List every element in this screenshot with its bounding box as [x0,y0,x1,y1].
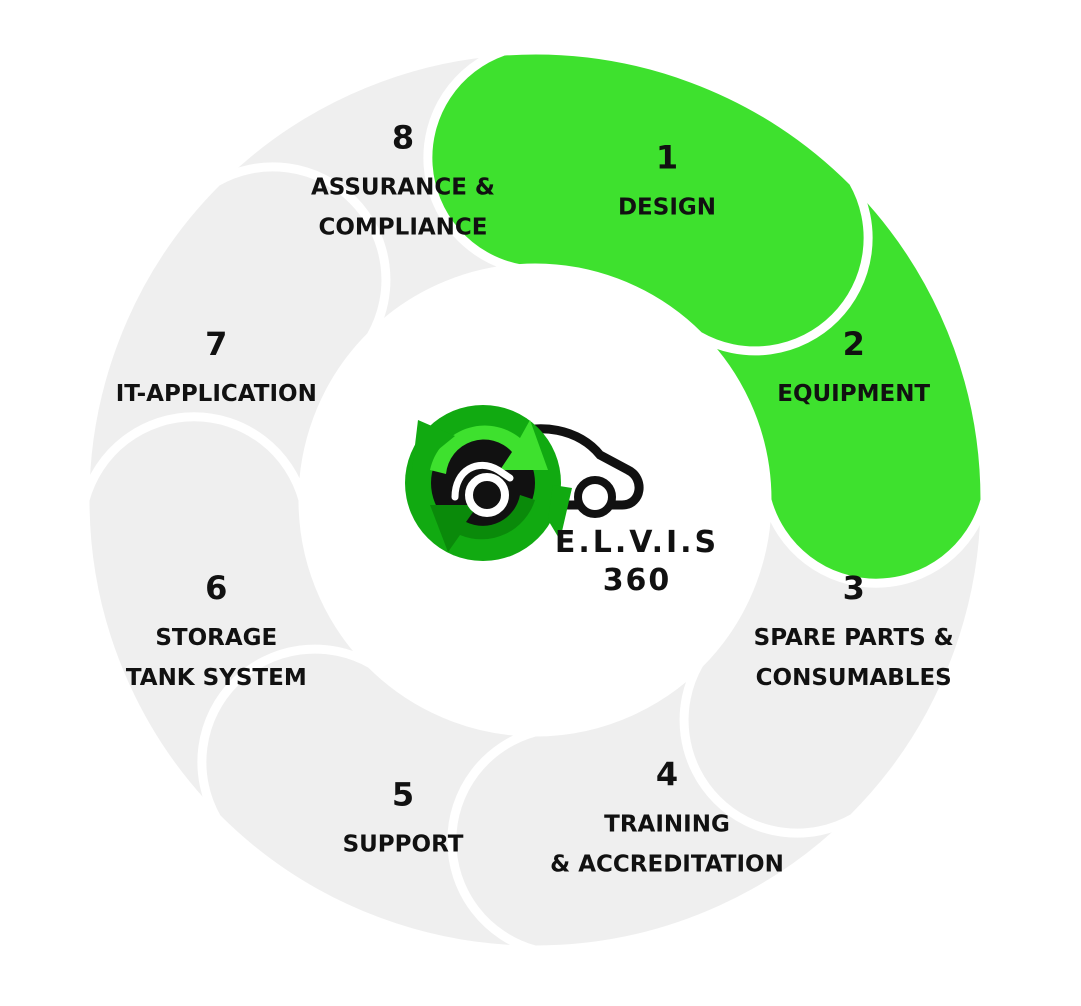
segment-number: 6 [205,569,227,607]
segment-number: 3 [843,569,865,607]
segment-title-line: CONSUMABLES [756,665,952,691]
segment-title-line: TANK SYSTEM [126,665,307,691]
segment-label-7: 7IT-APPLICATION [116,325,317,407]
segment-1 [423,45,873,356]
segment-number: 4 [656,756,678,794]
segment-ring [80,45,990,955]
segment-title-line: COMPLIANCE [318,214,487,240]
segment-title-line: STORAGE [155,625,277,651]
segment-title-line: SPARE PARTS & [754,625,954,651]
segment-title-line: DESIGN [618,194,716,220]
segment-number: 8 [392,118,414,156]
segment-title-line: TRAINING [604,812,730,838]
segment-title-line: IT-APPLICATION [116,381,317,407]
segment-title-line: EQUIPMENT [777,381,930,407]
logo-name-text: E.L.V.I.S [555,525,719,560]
logo-number-text: 360 [603,563,672,598]
segment-title-line: SUPPORT [343,832,464,858]
segment-number: 5 [392,776,414,814]
recycle-icon [405,405,572,561]
center-logo: E.L.V.I.S 360 [405,405,719,598]
segment-title-line: ASSURANCE & [311,174,495,200]
segment-title-line: & ACCREDITATION [550,852,784,878]
segment-number: 1 [656,138,678,176]
segment-number: 2 [843,325,865,363]
segment-number: 7 [205,325,227,363]
